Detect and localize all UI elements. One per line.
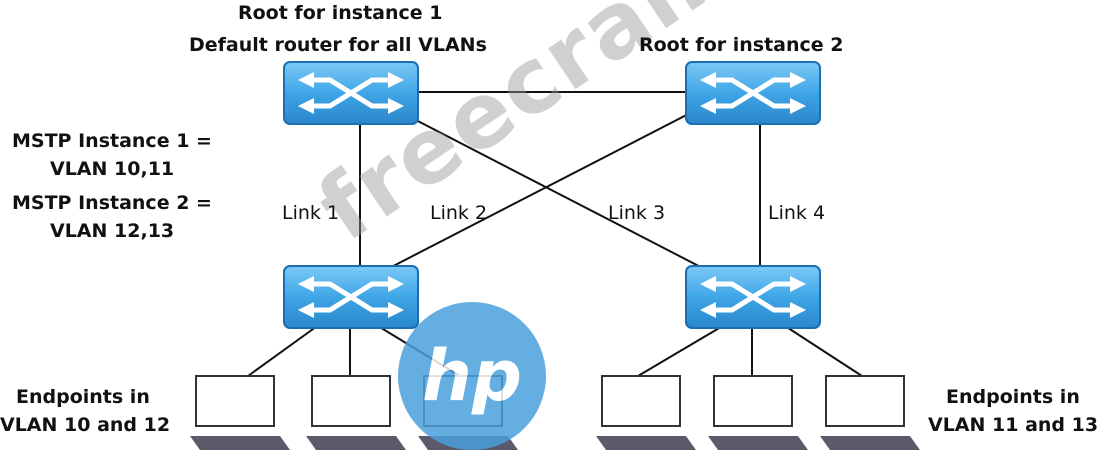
link-2-label: Link 2 xyxy=(430,202,488,224)
endpoint-computer-icon xyxy=(819,375,921,451)
endpoints-right-label: Endpoints in xyxy=(946,386,1080,408)
mstp-instance-2-vlans: VLAN 12,13 xyxy=(50,220,175,242)
link-3-line xyxy=(411,117,719,277)
mstp-instance-1-label: MSTP Instance 1 = xyxy=(12,130,212,152)
root2-title: Root for instance 2 xyxy=(639,34,844,56)
root1-subtitle: Default router for all VLANs xyxy=(189,34,487,56)
endpoint-computer-icon xyxy=(305,375,407,451)
link-4-label: Link 4 xyxy=(768,202,826,224)
mstp-instance-1-vlans: VLAN 10,11 xyxy=(50,158,175,180)
access-switch-right-icon xyxy=(686,266,820,328)
access-switch-left-icon xyxy=(284,266,418,328)
access-link xyxy=(637,323,727,377)
endpoints-right-vlans: VLAN 11 and 13 xyxy=(928,414,1099,436)
link-3-label: Link 3 xyxy=(608,202,666,224)
root-switch-2-icon xyxy=(686,62,820,124)
endpoints-left-label: Endpoints in xyxy=(16,386,150,408)
root1-title: Root for instance 1 xyxy=(238,2,443,24)
endpoint-computer-icon xyxy=(707,375,809,451)
endpoints-left-vlans: VLAN 10 and 12 xyxy=(0,414,171,436)
links xyxy=(247,91,863,377)
endpoint-computer-icon xyxy=(189,375,291,451)
svg-text:hp: hp xyxy=(422,335,522,417)
mstp-instance-2-label: MSTP Instance 2 = xyxy=(12,192,212,214)
link-2-line xyxy=(369,107,701,279)
link-1-label: Link 1 xyxy=(282,202,340,224)
access-link xyxy=(247,323,321,377)
endpoint-computer-icon xyxy=(595,375,697,451)
access-link xyxy=(781,323,863,377)
hp-logo-icon: hp xyxy=(398,302,546,450)
